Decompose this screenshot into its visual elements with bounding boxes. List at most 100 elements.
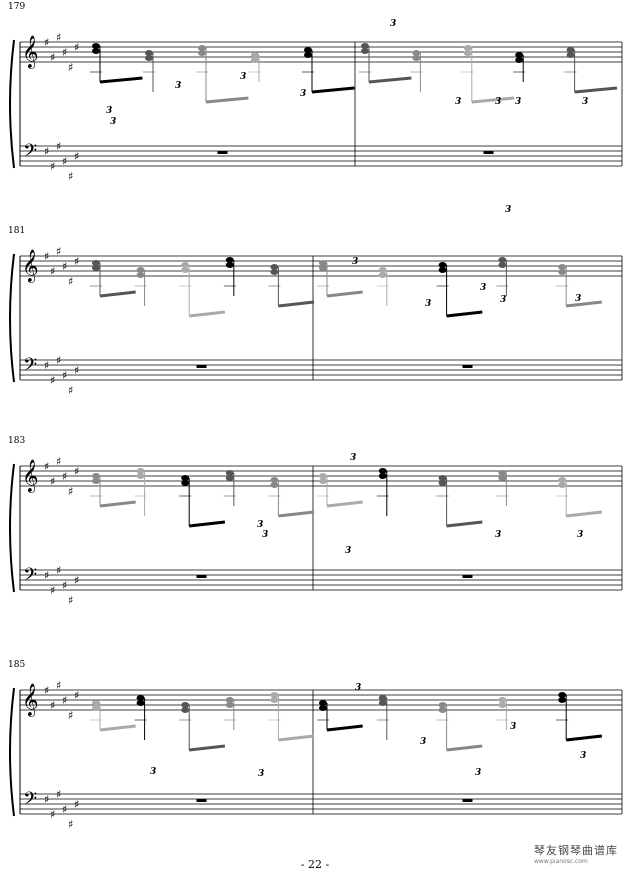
watermark-url: www.pianosc.com — [534, 858, 588, 865]
bass-clef-icon: 𝄢 — [23, 355, 37, 380]
sharp-icon: ♯ — [68, 485, 73, 498]
notehead — [498, 702, 507, 708]
sharp-icon: ♯ — [44, 36, 49, 49]
tuplet-label: 3 — [475, 768, 481, 778]
notehead — [378, 272, 387, 278]
notehead — [225, 475, 234, 481]
notehead — [558, 264, 567, 270]
beam — [189, 310, 226, 318]
sharp-icon: ♯ — [56, 245, 61, 258]
notehead — [438, 702, 447, 708]
notehead — [92, 478, 100, 484]
beam — [99, 724, 136, 732]
measure-number-181: 181 — [8, 226, 26, 236]
notehead — [136, 473, 145, 479]
sharp-icon: ♯ — [56, 31, 61, 44]
whole-rest-icon — [462, 575, 473, 578]
tuplet-label: 3 — [480, 283, 486, 293]
watermark-text: 琴友钢琴曲谱库 — [534, 844, 618, 857]
brace-icon — [9, 463, 15, 593]
sharp-icon: ♯ — [62, 694, 67, 707]
notehead — [438, 707, 447, 713]
beam — [278, 510, 315, 518]
treble-clef-icon: 𝄞 — [22, 683, 39, 717]
notehead — [92, 265, 100, 271]
notehead — [498, 257, 507, 263]
bass-clef-icon: 𝄢 — [23, 565, 37, 590]
tuplet-label: 3 — [500, 295, 506, 305]
beam — [278, 734, 315, 742]
tuplet-label: 3 — [575, 294, 581, 304]
beam — [566, 300, 603, 308]
sharp-icon: ♯ — [44, 250, 49, 263]
sharp-icon: ♯ — [74, 465, 79, 478]
measure-number-183: 183 — [8, 436, 26, 446]
tuplet-label: 3 — [577, 530, 583, 540]
sharp-icon: ♯ — [68, 709, 73, 722]
notehead — [181, 702, 190, 708]
sharp-icon: ♯ — [62, 369, 67, 382]
whole-rest-icon — [217, 151, 228, 154]
notehead — [198, 45, 206, 51]
sharp-icon: ♯ — [44, 460, 49, 473]
brace-icon — [9, 39, 15, 169]
sharp-icon: ♯ — [56, 455, 61, 468]
notehead — [225, 697, 234, 703]
whole-rest-icon — [196, 365, 207, 368]
beam — [326, 290, 363, 298]
tuplet-label: 3 — [515, 97, 521, 107]
notehead — [225, 702, 234, 708]
sharp-icon: ♯ — [50, 699, 55, 712]
notehead — [498, 470, 507, 476]
notehead — [319, 478, 327, 484]
sharp-icon: ♯ — [62, 470, 67, 483]
beam — [99, 76, 143, 84]
tuplet-label: 3 — [510, 722, 516, 732]
sharp-icon: ♯ — [50, 584, 55, 597]
whole-rest-icon — [196, 575, 207, 578]
bass-clef-icon: 𝄢 — [23, 789, 37, 814]
sharp-icon: ♯ — [44, 569, 49, 582]
sharp-icon: ♯ — [56, 354, 61, 367]
notehead — [145, 50, 153, 56]
notehead — [378, 700, 387, 706]
tuplet-label: 3 — [257, 520, 263, 530]
tuplet-label: 3 — [300, 89, 306, 99]
whole-rest-icon — [462, 799, 473, 802]
notehead — [136, 468, 145, 474]
notehead — [515, 57, 524, 63]
beam — [99, 290, 136, 298]
tuplet-label: 3 — [355, 683, 361, 693]
notehead — [181, 480, 190, 486]
notehead — [270, 269, 279, 275]
sharp-icon: ♯ — [50, 475, 55, 488]
notehead — [566, 52, 575, 58]
sharp-icon: ♯ — [74, 364, 79, 377]
sharp-icon: ♯ — [50, 265, 55, 278]
notehead — [361, 43, 369, 49]
beam — [446, 744, 483, 752]
beam — [189, 520, 226, 528]
tuplet-label: 3 — [505, 205, 511, 215]
tuplet-label: 3 — [240, 72, 246, 82]
notehead — [136, 695, 145, 701]
tuplet-label: 3 — [110, 117, 116, 127]
tuplet-label: 3 — [582, 97, 588, 107]
notehead — [319, 473, 327, 479]
beam — [326, 500, 363, 508]
notehead — [181, 707, 190, 713]
tuplet-label: 3 — [262, 530, 268, 540]
beam — [368, 76, 412, 84]
tuplet-label: 3 — [495, 530, 501, 540]
sharp-icon: ♯ — [74, 41, 79, 54]
bass-clef-icon: 𝄢 — [23, 141, 37, 166]
sharp-icon: ♯ — [74, 574, 79, 587]
notehead — [92, 705, 100, 711]
sharp-icon: ♯ — [68, 384, 73, 397]
sharp-icon: ♯ — [68, 818, 73, 831]
tuplet-label: 3 — [258, 769, 264, 779]
sharp-icon: ♯ — [50, 51, 55, 64]
notehead — [92, 700, 100, 706]
sharp-icon: ♯ — [62, 155, 67, 168]
